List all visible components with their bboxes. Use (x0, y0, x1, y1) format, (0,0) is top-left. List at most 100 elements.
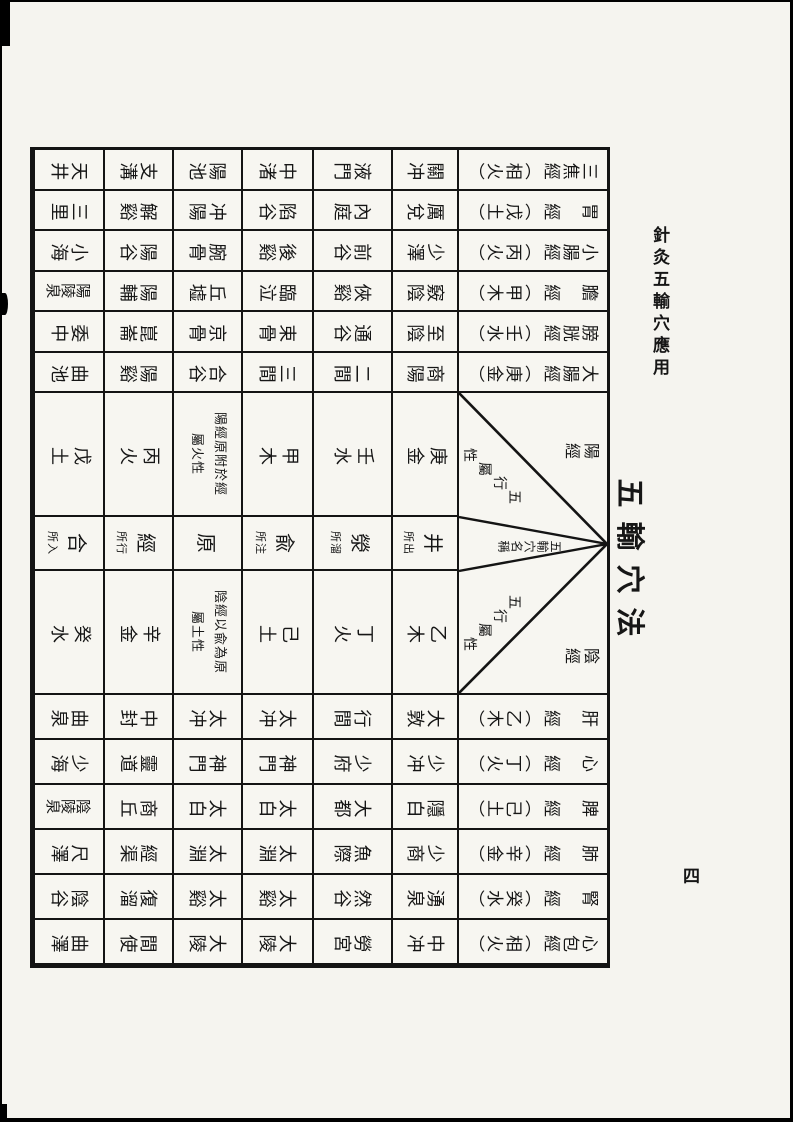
point-cell: 太淵 (241, 830, 312, 875)
yang-meridian-header: 小腸經（丙火） (457, 231, 607, 272)
point-cell: 液門 (312, 150, 391, 191)
point-cell: 少澤 (391, 231, 457, 272)
yang-element-cell: 戊土 (33, 393, 103, 517)
yin-element-cell: 辛金 (103, 571, 172, 695)
category-cell: 滎所溜 (312, 517, 391, 571)
category-cell: 合所入 (33, 517, 103, 571)
yin-element-cell: 乙木 (391, 571, 457, 695)
point-cell: 解谿 (103, 190, 172, 231)
point-cell: 勞宮 (312, 920, 391, 965)
point-cell: 大敦 (391, 695, 457, 740)
point-cell: 後谿 (241, 231, 312, 272)
point-cell: 二間 (312, 352, 391, 393)
point-cell: 合谷 (172, 352, 241, 393)
point-cell: 太白 (172, 785, 241, 830)
yang-meridian-header: 胃 經（戊土） (457, 190, 607, 231)
point-cell: 中渚 (241, 150, 312, 191)
yin-meridian-header: 肝 經（乙木） (457, 695, 607, 740)
category-cell: 井所出 (391, 517, 457, 571)
running-head-title: 針灸五輸穴應用 (649, 226, 669, 380)
point-cell: 內庭 (312, 190, 391, 231)
point-cell: 三間 (241, 352, 312, 393)
point-cell: 太谿 (172, 875, 241, 920)
point-cell: 少海 (33, 740, 103, 785)
point-cell: 間使 (103, 920, 172, 965)
point-cell: 陽谿 (103, 352, 172, 393)
yin-meridian-header: 腎 經（癸水） (457, 875, 607, 920)
point-cell: 陰陵泉 (33, 785, 103, 830)
point-cell: 小海 (33, 231, 103, 272)
point-cell: 陷谷 (241, 190, 312, 231)
point-cell: 尺澤 (33, 830, 103, 875)
point-cell: 丘墟 (172, 271, 241, 312)
fan-diagram: 陽經 陰經 五行屬性 五行屬性 五輸穴名稱 (457, 393, 607, 695)
yin-meridian-header: 脾 經（己土） (457, 785, 607, 830)
point-cell: 曲澤 (33, 920, 103, 965)
point-cell: 陽谷 (103, 231, 172, 272)
point-cell: 太冲 (241, 695, 312, 740)
category-cell: 兪所注 (241, 517, 312, 571)
point-cell: 崑崙 (103, 312, 172, 353)
yang-meridian-header: 膽 經（甲木） (457, 271, 607, 312)
point-cell: 厲兌 (391, 190, 457, 231)
point-cell: 俠谿 (312, 271, 391, 312)
yang-element-cell: 甲木 (241, 393, 312, 517)
point-cell: 前谷 (312, 231, 391, 272)
point-cell: 曲泉 (33, 695, 103, 740)
yin-element-cell: 癸水 (33, 571, 103, 695)
point-cell: 大都 (312, 785, 391, 830)
yin-element-cell: 己土 (241, 571, 312, 695)
point-cell: 隱白 (391, 785, 457, 830)
point-cell: 中冲 (391, 920, 457, 965)
point-cell: 太谿 (241, 875, 312, 920)
point-cell: 陽陵泉 (33, 271, 103, 312)
point-cell: 冲陽 (172, 190, 241, 231)
rotated-table-area: 五輸穴法 三焦經（相火） 胃 經（戊土） 小腸經（丙火） 膽 經（甲木） 膀胱經… (30, 147, 655, 968)
point-cell: 魚際 (312, 830, 391, 875)
point-cell: 委中 (33, 312, 103, 353)
point-cell: 曲池 (33, 352, 103, 393)
point-cell: 然谷 (312, 875, 391, 920)
point-cell: 大陵 (172, 920, 241, 965)
yang-element-cell: 壬水 (312, 393, 391, 517)
point-cell: 京骨 (172, 312, 241, 353)
yin-yuan-note-cell: 陰經以兪為原屬土性 (172, 571, 241, 695)
page-number: 四 (683, 867, 700, 887)
point-cell: 天井 (33, 150, 103, 191)
point-cell: 少冲 (391, 740, 457, 785)
scan-artifact-blob (2, 293, 8, 315)
point-cell: 神門 (172, 740, 241, 785)
point-cell: 中封 (103, 695, 172, 740)
scan-artifact-bottom (2, 1104, 7, 1118)
point-cell: 行間 (312, 695, 391, 740)
yang-yuan-note-cell: 陽經原附於經屬火性 (172, 393, 241, 517)
yin-side-label: 陰經 (562, 645, 600, 664)
point-cell: 太冲 (172, 695, 241, 740)
yang-meridian-header: 三焦經（相火） (457, 150, 607, 191)
shu-point-names-label: 五輸穴名稱 (497, 539, 562, 553)
point-cell: 通谷 (312, 312, 391, 353)
point-cell: 經渠 (103, 830, 172, 875)
point-cell: 陽池 (172, 150, 241, 191)
point-cell: 關冲 (391, 150, 457, 191)
point-cell: 商丘 (103, 785, 172, 830)
yin-meridian-header: 心包經（相火） (457, 920, 607, 965)
point-cell: 復溜 (103, 875, 172, 920)
yang-element-cell: 庚金 (391, 393, 457, 517)
yang-element-cell: 丙火 (103, 393, 172, 517)
table-title: 五輸穴法 (613, 478, 648, 651)
scan-artifact-corner (2, 2, 10, 46)
five-shu-points-table: 三焦經（相火） 胃 經（戊土） 小腸經（丙火） 膽 經（甲木） 膀胱經（壬水） … (30, 147, 610, 968)
point-cell: 太白 (241, 785, 312, 830)
point-cell: 臨泣 (241, 271, 312, 312)
category-cell: 經所行 (103, 517, 172, 571)
landscape-table: 五輸穴法 三焦經（相火） 胃 經（戊土） 小腸經（丙火） 膽 經（甲木） 膀胱經… (30, 147, 655, 968)
fan-lines (459, 393, 607, 693)
yin-meridian-header: 心 經（丁火） (457, 740, 607, 785)
point-cell: 三里 (33, 190, 103, 231)
point-cell: 太淵 (172, 830, 241, 875)
point-cell: 商陽 (391, 352, 457, 393)
yin-element-cell: 丁火 (312, 571, 391, 695)
point-cell: 束骨 (241, 312, 312, 353)
